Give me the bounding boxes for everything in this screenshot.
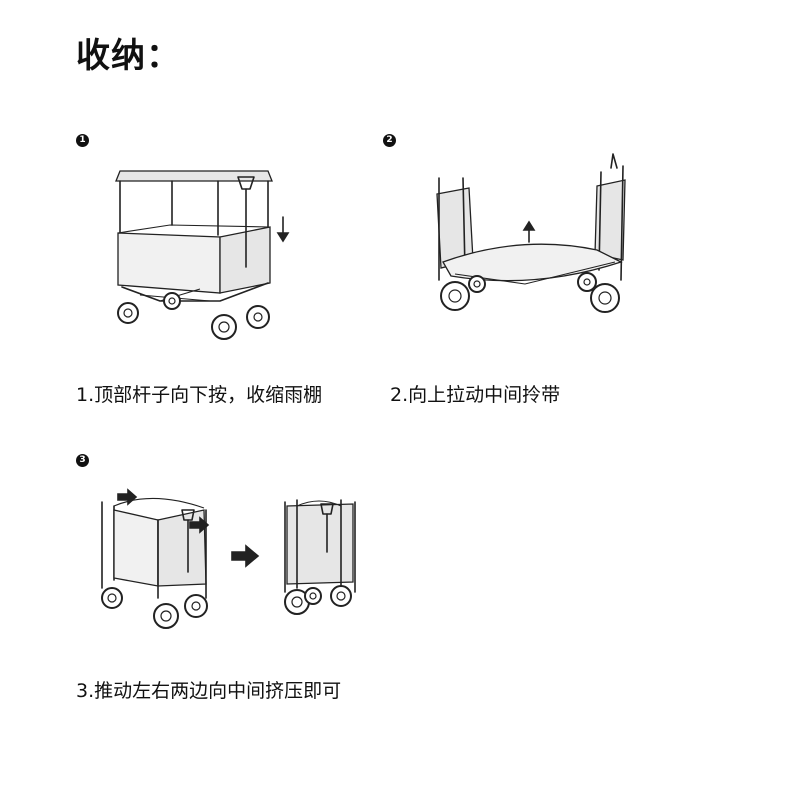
page-title: 收纳： <box>76 36 181 76</box>
step-3-badge: 3 <box>76 454 89 467</box>
step-1-badge: 1 <box>76 134 89 147</box>
step-2-caption: 2.向上拉动中间拎带 <box>390 384 561 406</box>
step-3-illustration-before <box>101 488 210 629</box>
step-2-illustration <box>436 153 626 313</box>
step-1-illustration <box>115 170 290 340</box>
step-2-badge: 2 <box>383 134 396 147</box>
right-arrow-icon <box>231 544 260 568</box>
step-3-caption: 3.推动左右两边向中间挤压即可 <box>76 680 342 702</box>
step-3-illustration-after <box>284 499 356 615</box>
step-1-caption: 1.顶部杆子向下按，收缩雨棚 <box>76 384 323 406</box>
